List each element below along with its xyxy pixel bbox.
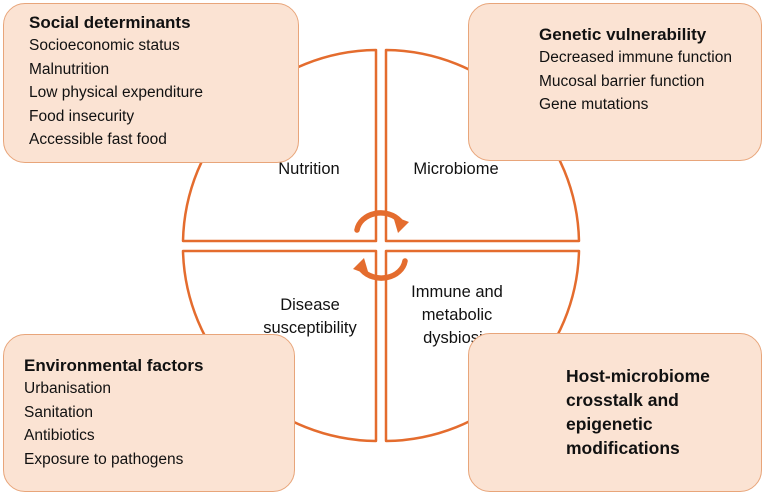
box-item-list: Urbanisation Sanitation Antibiotics Expo… bbox=[24, 377, 294, 471]
box-item-list: Decreased immune function Mucosal barrie… bbox=[539, 46, 761, 117]
box-title-line: modifications bbox=[566, 438, 680, 458]
host-microbiome-crosstalk-box: Host-microbiome crosstalk and epigenetic… bbox=[468, 333, 762, 492]
box-title: Environmental factors bbox=[24, 356, 204, 375]
environmental-factors-box: Environmental factors Urbanisation Sanit… bbox=[3, 334, 295, 492]
quadrant-label-line: Immune and bbox=[411, 283, 503, 301]
box-title: Social determinants bbox=[29, 13, 191, 32]
list-item: Low physical expenditure bbox=[29, 84, 204, 101]
list-item: Exposure to pathogens bbox=[24, 450, 184, 468]
quadrant-label-line: metabolic bbox=[421, 306, 493, 324]
social-determinants-box: Social determinants Socioeconomic status… bbox=[3, 3, 299, 163]
list-item: Malnutrition bbox=[29, 60, 110, 78]
quadrant-label-text: Microbiome bbox=[413, 160, 499, 178]
list-item: Decreased immune function bbox=[539, 49, 732, 66]
quadrant-label-line: Disease bbox=[280, 296, 340, 314]
quadrant-label-microbiome: Microbiome bbox=[397, 158, 515, 181]
quadrant-label-disease-susceptibility: Disease susceptibility bbox=[248, 294, 372, 340]
genetic-vulnerability-box: Genetic vulnerability Decreased immune f… bbox=[468, 3, 762, 161]
quadrant-label-line: susceptibility bbox=[263, 319, 357, 337]
box-title-line: Host-microbiome bbox=[566, 366, 710, 386]
list-item: Socioeconomic status bbox=[29, 37, 180, 54]
quadrant-label-text: Nutrition bbox=[278, 160, 340, 178]
list-item: Sanitation bbox=[24, 403, 93, 421]
list-item: Gene mutations bbox=[539, 96, 649, 113]
box-title: Genetic vulnerability bbox=[539, 25, 707, 44]
list-item: Accessible fast food bbox=[29, 131, 167, 148]
box-item-list: Socioeconomic status Malnutrition Low ph… bbox=[29, 34, 298, 152]
cycle-arrows-icon bbox=[353, 210, 409, 281]
quadrant-label-nutrition: Nutrition bbox=[255, 158, 363, 181]
list-item: Urbanisation bbox=[24, 380, 112, 397]
list-item: Mucosal barrier function bbox=[539, 72, 705, 90]
box-title-line: crosstalk and bbox=[566, 390, 679, 410]
list-item: Food insecurity bbox=[29, 107, 135, 125]
list-item: Antibiotics bbox=[24, 427, 95, 444]
box-title-line: epigenetic bbox=[566, 414, 653, 434]
